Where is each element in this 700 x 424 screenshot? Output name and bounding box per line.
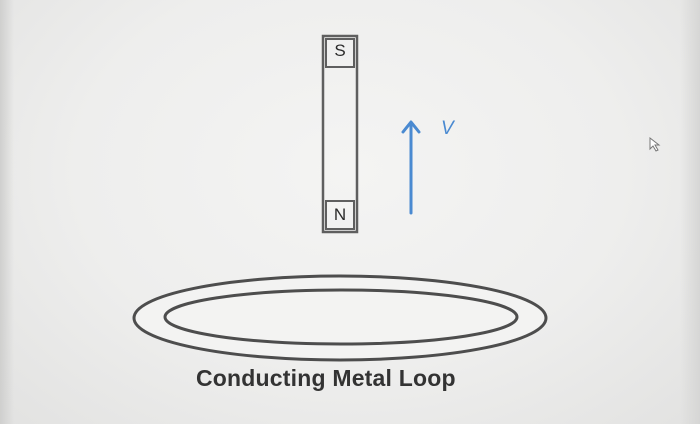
south-pole-box: [325, 38, 355, 68]
loop-caption: Conducting Metal Loop: [196, 365, 456, 391]
velocity-arrow: [401, 120, 421, 215]
north-pole-label: N: [333, 205, 347, 224]
velocity-label: V: [441, 118, 454, 139]
north-pole-box: [325, 200, 355, 230]
bar-magnet: [321, 34, 359, 234]
mouse-pointer-icon: [649, 136, 661, 152]
conducting-loop: [132, 274, 548, 362]
south-pole-label: S: [334, 41, 346, 60]
